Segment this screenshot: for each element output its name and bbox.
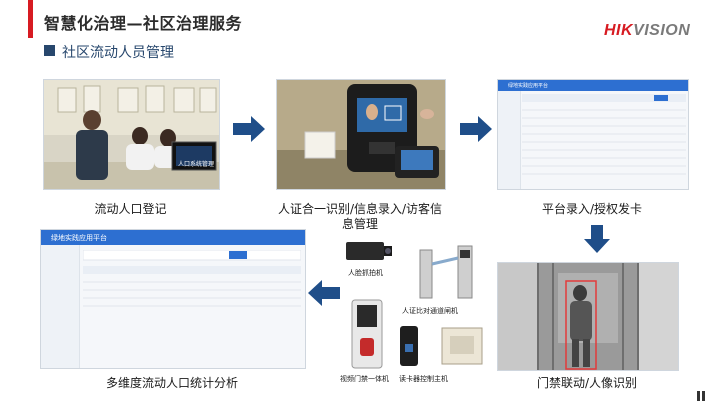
caption-line: 息管理	[341, 217, 378, 231]
logo-hik-text: HIK	[604, 22, 634, 39]
statistics-titlebar	[41, 230, 305, 245]
step-caption-verification: 人证合一识别/信息录入/访客信 息管理	[266, 202, 454, 232]
registration-photo: 人口系统管理	[43, 79, 220, 190]
registration-scene-image	[44, 80, 219, 189]
face-camera-label: 人脸抓拍机	[348, 269, 383, 277]
face-camera-icon	[346, 242, 392, 260]
id-verification-photo	[276, 79, 446, 190]
screen-label: 人口系统管理	[178, 161, 215, 168]
platform-titlebar	[498, 80, 688, 91]
platform-app-title: 绿地实践应用平台	[508, 83, 549, 89]
arrow-down-icon	[584, 225, 610, 253]
statistics-table-image	[83, 250, 301, 307]
step-caption-platform: 平台录入/授权发卡	[541, 202, 643, 216]
access-control-image	[498, 263, 678, 370]
header-accent-bar	[28, 0, 33, 38]
logo-vision-text: VISION	[633, 22, 691, 39]
statistics-screenshot: 绿地实践应用平台	[40, 229, 306, 369]
access-terminal-icon	[351, 299, 383, 369]
statistics-app-title: 绿地实践应用平台	[51, 234, 107, 242]
hikvision-logo: HIKVISION	[604, 22, 690, 40]
statistics-sidebar	[41, 245, 80, 368]
platform-sidebar	[498, 91, 521, 189]
page-title: 智慧化治理—社区治理服务	[44, 14, 243, 33]
access-control-photo	[497, 262, 679, 371]
card-reader-icon	[400, 326, 418, 366]
section-bullet	[44, 45, 55, 56]
access-unit-label: 视频门禁一体机	[340, 375, 389, 383]
step-caption-access: 门禁联动/人像识别	[536, 376, 638, 390]
gate-icon	[419, 245, 473, 299]
controller-label: 控制主机	[420, 375, 448, 383]
arrow-right-icon	[233, 116, 265, 142]
platform-table-image	[522, 94, 686, 175]
card-reader-label: 读卡器	[399, 375, 420, 383]
gate-label: 人证比对通道闸机	[402, 307, 458, 315]
arrow-left-icon	[308, 280, 340, 306]
id-terminal-image	[277, 80, 445, 189]
arrow-right-icon	[460, 116, 492, 142]
platform-screenshot: 绿地实践应用平台	[497, 79, 689, 190]
caption-line: 人证合一识别/信息录入/访客信	[277, 202, 443, 216]
section-title: 社区流动人员管理	[62, 45, 174, 61]
step-caption-analytics: 多维度流动人口统计分析	[105, 376, 238, 390]
controller-icon	[441, 327, 483, 365]
step-caption-registration: 流动人口登记	[94, 202, 167, 216]
page-marker-icon	[697, 391, 705, 401]
